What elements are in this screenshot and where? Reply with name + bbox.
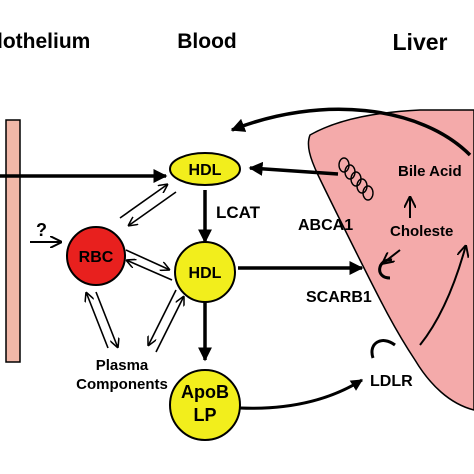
hdl-mid-label: HDL <box>189 265 222 282</box>
hdl-mid-node <box>174 241 236 303</box>
plasma-to-rbc-arrow <box>86 292 109 349</box>
ldlr-label: LDLR <box>370 373 413 390</box>
lcat-label: LCAT <box>216 203 261 222</box>
bile-acids-label: Bile Acid <box>398 163 462 180</box>
hdl-top-to-rbc-arrow <box>128 191 177 226</box>
hdl-top-label: HDL <box>189 162 222 179</box>
liver-to-hdl-arrow <box>230 107 472 157</box>
header-liver: Liver <box>393 29 448 55</box>
question-label: ? <box>36 220 47 240</box>
scarb1-label: SCARB1 <box>306 289 372 306</box>
header-endothelium: dothelium <box>0 30 90 53</box>
rbc-to-hdl-top-arrow <box>119 184 168 219</box>
hdl-mid-to-rbc-arrow <box>126 260 173 281</box>
plasma-label-line1: Plasma <box>96 357 149 374</box>
rbc-to-plasma-arrow <box>95 291 118 348</box>
plasma-label-line2: Components <box>76 376 168 393</box>
rbc-label: RBC <box>79 249 114 266</box>
header-blood: Blood <box>177 30 236 53</box>
scarb1-to-cholesterol-arrow <box>382 249 401 264</box>
plasma-to-hdl-mid-arrow <box>155 296 184 353</box>
endothelium-bar <box>5 119 21 363</box>
ldlr-to-cholesterol-arrow <box>419 245 466 346</box>
abca1-to-hdl-arrow <box>248 161 339 176</box>
apob-label-line1: ApoB <box>181 382 229 402</box>
rbc-to-hdl-mid-arrow <box>125 249 170 270</box>
hdl-mid-to-plasma-arrow <box>148 289 177 346</box>
ldlr-receptor-icon <box>370 339 396 359</box>
liver-internal-arrows <box>382 196 466 346</box>
apob-to-ldlr-arrow <box>239 378 364 410</box>
exchange-arrows <box>86 184 184 353</box>
apob-label-line2: LP <box>193 405 216 425</box>
cholesterol-label: Choleste <box>390 223 453 240</box>
rbc-node <box>66 226 126 286</box>
hdl-top-node <box>169 152 241 186</box>
abca1-transporter-icon <box>338 157 374 201</box>
apob-lp-node <box>169 369 241 441</box>
abca1-label: ABCA1 <box>298 217 353 234</box>
